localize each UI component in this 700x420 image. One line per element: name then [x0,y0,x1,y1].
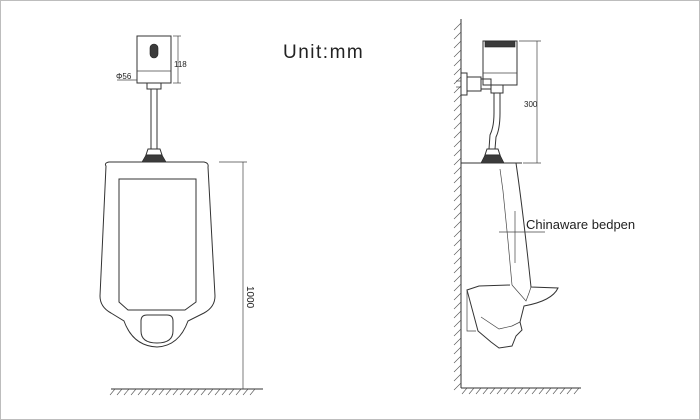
material-label: Chinaware bedpen [526,217,635,232]
dim-overall-height-label: 1000 [244,286,255,309]
dim-sensor-height-label: 118 [174,60,187,69]
front-urinal-body [99,161,216,348]
urinal-inner-bowl [118,178,197,311]
pipe-flange [141,154,167,163]
sensor-box [136,35,172,84]
side-floor [461,387,581,395]
side-sensor-box [482,40,518,86]
unit-label: Unit:mm [283,42,364,63]
dim-overall-height: 1000 [219,161,255,390]
side-wall [453,19,462,391]
urinal-drain-lip [140,314,174,344]
dim-sensor-height: 118 [173,35,187,84]
material-callout: Chinaware bedpen [499,211,635,263]
dim-pipe-height-label: 300 [524,100,538,109]
side-flush-pipe [480,93,505,164]
side-sensor-unit [482,40,518,94]
front-flush-pipe [141,88,167,163]
front-sensor-unit [136,35,172,90]
side-urinal-body [466,162,559,349]
side-sensor-cap [484,40,516,48]
dim-diameter-label: Φ56 [116,72,132,81]
front-floor [109,388,263,396]
wall-bracket [456,72,492,96]
front-view: 118 Φ56 1000 [99,35,263,396]
dim-diameter: Φ56 [116,72,137,81]
sensor-eye-icon [149,43,159,59]
side-view: 300 Chinaware bedpen [453,19,635,395]
valve-connector [146,82,162,90]
dim-pipe-height: 300 [519,40,541,164]
